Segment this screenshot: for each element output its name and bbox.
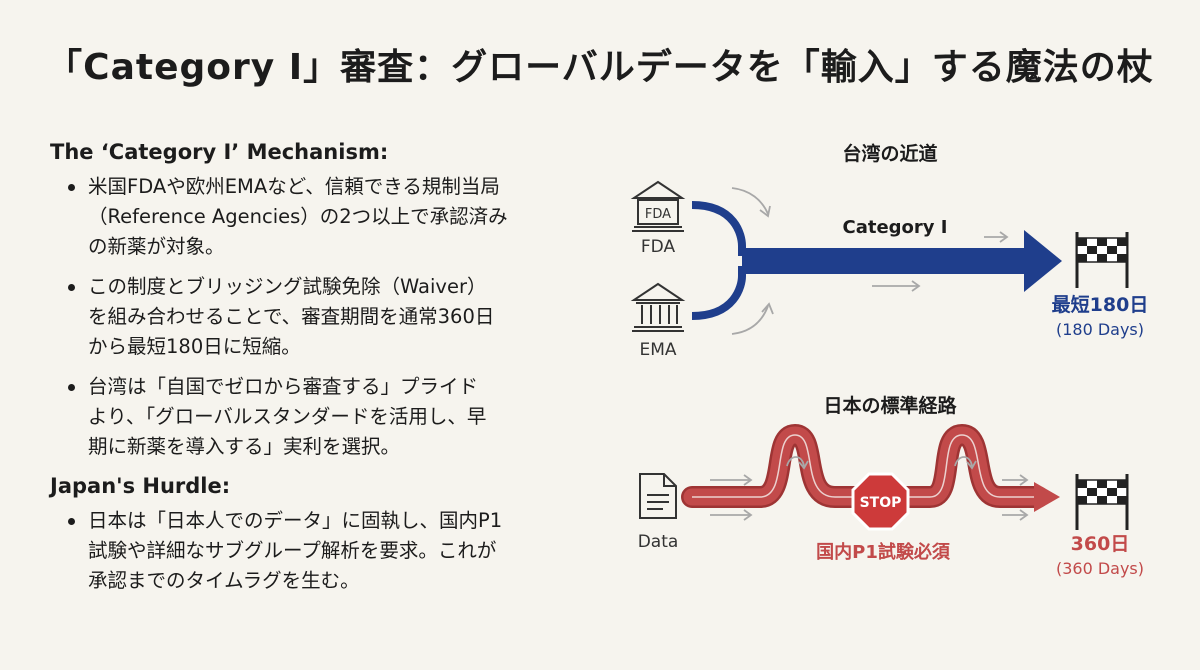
bullet-line: 期に新薬を導入する」実利を選択。 xyxy=(88,435,401,458)
fda-icon-text: FDA xyxy=(645,207,671,222)
taiwan-result-sub: (180 Days) xyxy=(1056,320,1144,339)
bullet-line: 承認までのタイムラグを生む。 xyxy=(88,569,360,592)
hurdle-heading: Japan's Hurdle: xyxy=(50,474,231,498)
bullet-line: （Reference Agencies）の2つ以上で承認済み xyxy=(88,205,508,228)
category-path-bar xyxy=(742,248,1026,274)
list-item: 日本は「日本人でのデータ」に固執し、国内P1 試験や詳細なサブグループ解析を要求… xyxy=(50,506,590,596)
taiwan-result-main: 最短180日 xyxy=(1052,293,1149,316)
bullet-line: から最短180日に短縮。 xyxy=(88,335,301,358)
bullet-line: を組み合わせることで、審査期間を通常360日 xyxy=(88,305,495,328)
page-title: 「Category I」審査：グローバルデータを「輸入」する魔法の杖 xyxy=(46,47,1154,88)
stop-sign-text: STOP xyxy=(860,495,902,511)
motion-hint-arrows xyxy=(731,187,1009,335)
finish-flag-icon xyxy=(1075,474,1129,530)
finish-flag-icon xyxy=(1075,232,1129,288)
list-item: この制度とブリッジング試験免除（Waiver） を組み合わせることで、審査期間を… xyxy=(50,272,590,362)
bullet-line: の新薬が対象。 xyxy=(88,235,225,258)
hurdle-list: 日本は「日本人でのデータ」に固執し、国内P1 試験や詳細なサブグループ解析を要求… xyxy=(50,506,590,596)
bullet-line: 台湾は「自国でゼロから審査する」プライド xyxy=(88,375,479,398)
pathway-diagram: 台湾の近道 FDA FDA EMA Category I xyxy=(630,142,1149,578)
list-item: 台湾は「自国でゼロから審査する」プライド より、「グローバルスタンダードを活用し… xyxy=(50,372,590,462)
fda-stream xyxy=(691,201,780,256)
bullet-line: この制度とブリッジング試験免除（Waiver） xyxy=(88,275,487,298)
category-path-arrowhead xyxy=(1024,230,1062,292)
category-path-label: Category I xyxy=(843,217,948,238)
bullet-line: 米国FDAや欧州EMAなど、信頼できる規制当局 xyxy=(88,175,500,198)
mechanism-heading: The ‘Category I’ Mechanism: xyxy=(50,140,389,164)
taiwan-heading: 台湾の近道 xyxy=(842,142,937,165)
requirement-label: 国内P1試験必須 xyxy=(816,541,951,563)
bullet-line: より、「グローバルスタンダードを活用し、早 xyxy=(88,405,487,428)
mechanism-list: 米国FDAや欧州EMAなど、信頼できる規制当局 （Reference Agenc… xyxy=(50,172,590,462)
text-panel: The ‘Category I’ Mechanism: 米国FDAや欧州EMAな… xyxy=(50,140,590,608)
document-icon xyxy=(639,473,677,519)
winding-road xyxy=(681,423,1049,508)
japan-result-sub: (360 Days) xyxy=(1056,559,1144,578)
bullet-line: 日本は「日本人でのデータ」に固執し、国内P1 xyxy=(88,509,503,532)
ema-label: EMA xyxy=(639,340,676,360)
fda-label: FDA xyxy=(641,237,676,257)
fda-building-icon xyxy=(630,180,686,232)
bullet-line: 試験や詳細なサブグループ解析を要求。これが xyxy=(88,539,497,562)
ema-building-icon xyxy=(630,282,686,332)
list-item: 米国FDAや欧州EMAなど、信頼できる規制当局 （Reference Agenc… xyxy=(50,172,590,262)
japan-path-arrowhead xyxy=(1034,482,1060,512)
japan-heading: 日本の標準経路 xyxy=(823,394,957,417)
japan-result-main: 360日 xyxy=(1071,533,1130,555)
motion-hint-arrows xyxy=(710,456,1029,521)
stop-sign-icon xyxy=(851,472,910,531)
ema-stream xyxy=(691,266,780,320)
data-label: Data xyxy=(638,532,679,552)
